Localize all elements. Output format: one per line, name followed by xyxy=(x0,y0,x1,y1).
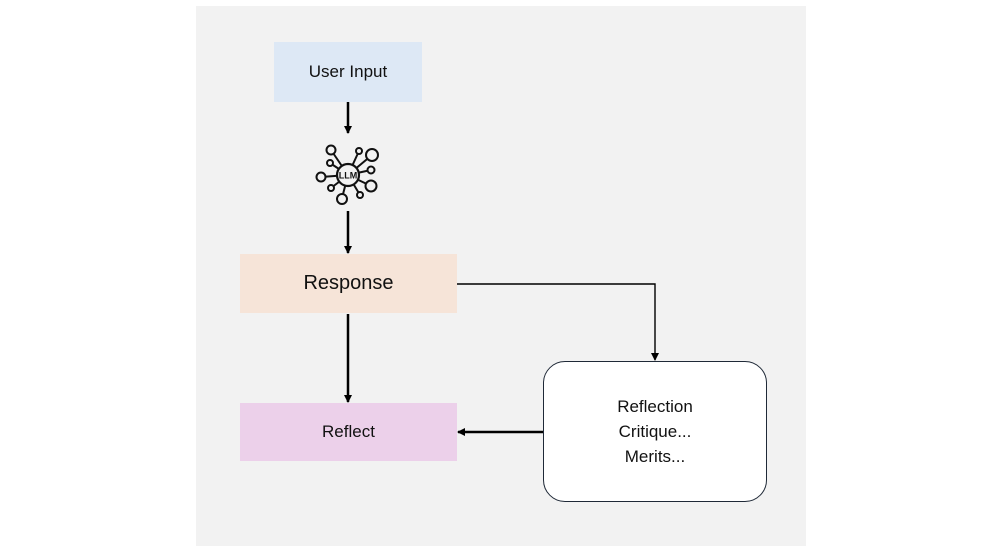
diagram-canvas: User Input xyxy=(196,6,806,546)
reflect-label: Reflect xyxy=(322,422,375,441)
user-input-node: User Input xyxy=(274,42,422,102)
llm-network-icon: LLM xyxy=(315,144,379,205)
reflection-line: Reflection xyxy=(617,397,693,416)
user-input-label: User Input xyxy=(308,62,388,81)
reflect-node: Reflect xyxy=(240,403,457,461)
llm-icon-label: LLM xyxy=(339,171,358,181)
critique-line: Critique... xyxy=(618,422,692,441)
response-node: Response xyxy=(240,254,457,313)
response-label: Response xyxy=(303,272,394,294)
reflection-critique-box: Reflection Critique... Merits... xyxy=(543,361,767,502)
arrow-response-to-reflection xyxy=(457,283,659,361)
merits-line: Merits... xyxy=(624,447,686,466)
